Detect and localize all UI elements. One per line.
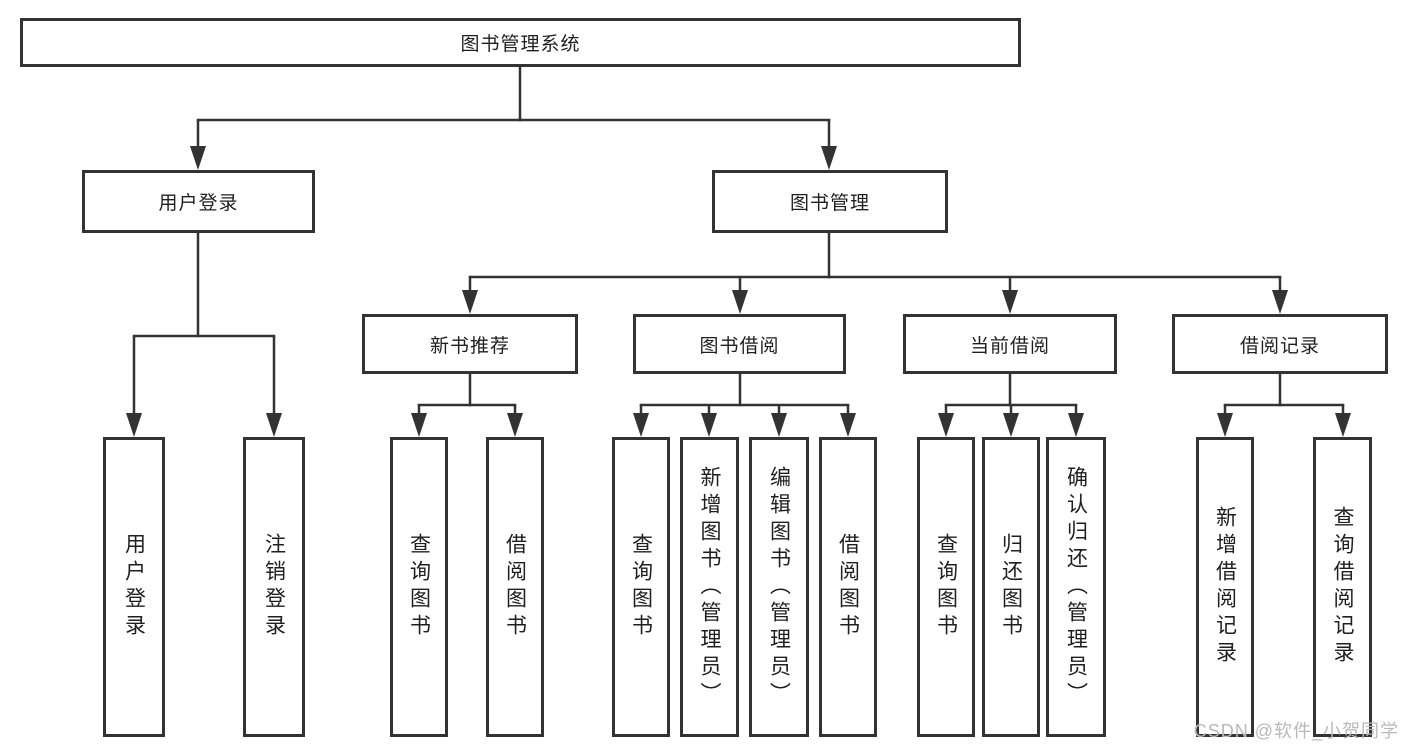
leaf-nbr-query-books: 查询图书 xyxy=(390,437,448,737)
arrowheads xyxy=(126,146,1351,437)
node-current-borrow: 当前借阅 xyxy=(903,314,1117,374)
leaf-cb-confirm-return-admin: 确认归还（管理员） xyxy=(1046,437,1106,737)
leaf-cb-query-books: 查询图书 xyxy=(917,437,975,737)
node-user-login: 用户登录 xyxy=(82,170,315,233)
node-new-book-recommend: 新书推荐 xyxy=(362,314,578,374)
leaf-nbr-borrow-books: 借阅图书 xyxy=(486,437,544,737)
node-book-management: 图书管理 xyxy=(712,170,948,233)
leaf-br-add-record: 新增借阅记录 xyxy=(1196,437,1254,737)
csdn-watermark: CSDN @软件_小贺同学 xyxy=(1193,721,1399,741)
leaf-cb-return-books: 归还图书 xyxy=(982,437,1040,737)
node-root-library-system: 图书管理系统 xyxy=(20,18,1021,67)
leaf-br-query-record: 查询借阅记录 xyxy=(1313,437,1372,737)
node-borrow-records: 借阅记录 xyxy=(1172,314,1388,374)
leaf-bb-query-books: 查询图书 xyxy=(612,437,670,737)
leaf-bb-borrow-books: 借阅图书 xyxy=(819,437,877,737)
node-book-borrow: 图书借阅 xyxy=(633,314,846,374)
leaf-logout: 注销登录 xyxy=(243,437,305,737)
leaf-user-login: 用户登录 xyxy=(103,437,165,737)
leaf-bb-add-books-admin: 新增图书（管理员） xyxy=(680,437,739,737)
leaf-bb-edit-books-admin: 编辑图书（管理员） xyxy=(749,437,809,737)
